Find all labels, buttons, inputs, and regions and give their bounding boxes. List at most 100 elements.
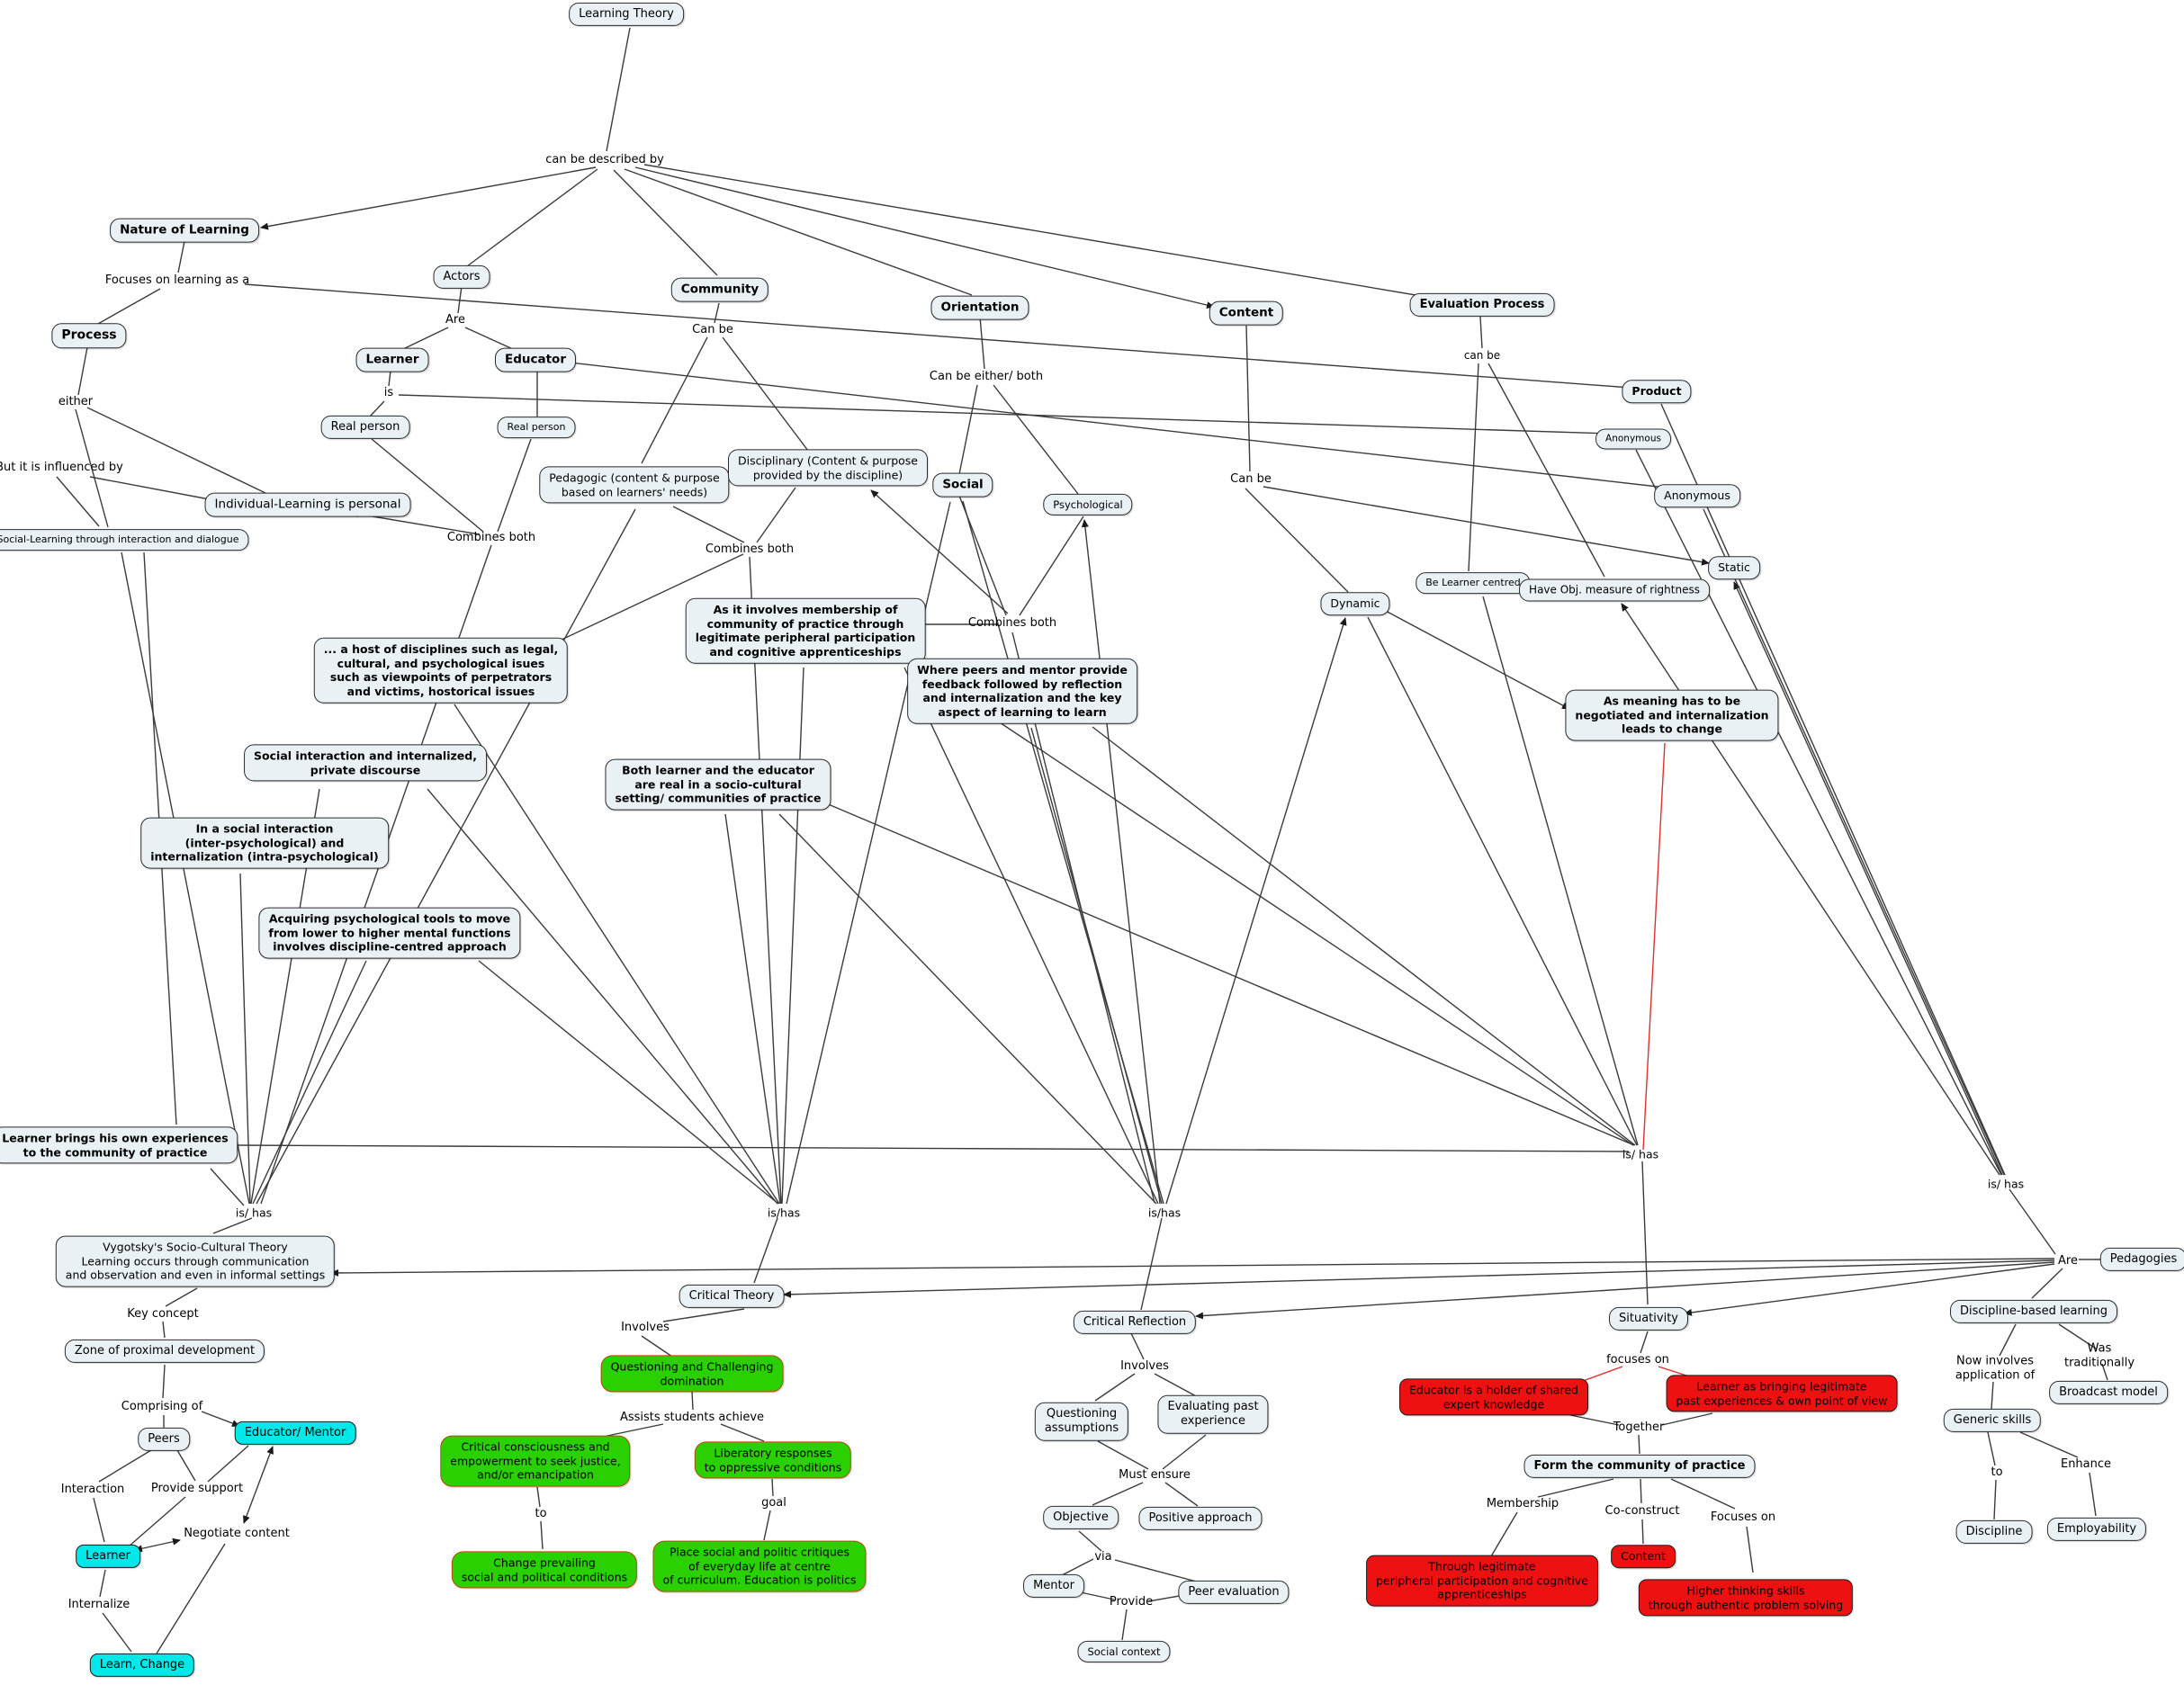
node-questioning-assumptions[interactable]: Questioning assumptions: [1034, 1402, 1129, 1441]
edge-label-assists-students: Assists students achieve: [619, 1411, 765, 1425]
node-learn-change[interactable]: Learn, Change: [89, 1653, 195, 1678]
node-anonymous-1[interactable]: Anonymous: [1595, 428, 1671, 450]
node-broadcast-model[interactable]: Broadcast model: [2049, 1380, 2168, 1405]
node-real-person-learner[interactable]: Real person: [320, 415, 410, 440]
edge-line: [1154, 1373, 1199, 1398]
node-discipline-based[interactable]: Discipline-based learning: [1950, 1299, 2117, 1324]
edge-line: [231, 1144, 1630, 1152]
node-social-learning[interactable]: Social-Learning through interaction and …: [0, 529, 249, 551]
node-pedagogic[interactable]: Pedagogic (content & purpose based on le…: [539, 466, 730, 504]
edge-line: [1641, 1519, 1644, 1545]
node-evaluation-process[interactable]: Evaluation Process: [1409, 292, 1555, 318]
node-educator-mentor[interactable]: Educator/ Mentor: [234, 1421, 356, 1446]
edge-label-but-influenced: But it is influenced by: [0, 461, 123, 475]
node-learner-actor[interactable]: Learner: [355, 347, 429, 372]
node-disciplinary[interactable]: Disciplinary (Content & purpose provided…: [728, 449, 928, 487]
edge-line: [2089, 1472, 2097, 1517]
edge-line: [691, 1390, 694, 1411]
node-form-community[interactable]: Form the community of practice: [1523, 1454, 1756, 1479]
edge-line: [749, 556, 782, 1205]
node-have-obj[interactable]: Have Obj. measure of rightness: [1519, 578, 1710, 602]
node-liberatory[interactable]: Liberatory responses to oppressive condi…: [694, 1441, 852, 1479]
edge-label-negotiate-content: Negotiate content: [184, 1527, 290, 1541]
edge-label-to-ct: to: [535, 1507, 547, 1521]
node-anonymous-2[interactable]: Anonymous: [1654, 484, 1740, 507]
node-community[interactable]: Community: [670, 277, 769, 302]
node-nature-of-learning[interactable]: Nature of Learning: [110, 218, 259, 243]
node-objective[interactable]: Objective: [1043, 1505, 1119, 1530]
edge-line: [454, 704, 780, 1205]
edge-line: [93, 1497, 105, 1543]
node-place-social[interactable]: Place social and politic critiques of ev…: [652, 1540, 867, 1592]
node-as-it-involves[interactable]: As it involves membership of community o…: [685, 597, 926, 664]
node-peers[interactable]: Peers: [138, 1427, 190, 1452]
node-vygotsky[interactable]: Vygotsky's Socio-Cultural Theory Learnin…: [55, 1235, 336, 1287]
edge-line: [239, 873, 251, 1205]
node-static[interactable]: Static: [1708, 556, 1760, 579]
node-where-peers[interactable]: Where peers and mentor provide feedback …: [907, 658, 1137, 724]
node-change-prevailing[interactable]: Change prevailing social and political c…: [451, 1551, 638, 1589]
node-process[interactable]: Process: [51, 323, 127, 348]
node-social[interactable]: Social: [932, 472, 993, 497]
edge-line: [643, 164, 1438, 301]
node-questioning-challenging[interactable]: Questioning and Challenging domination: [600, 1355, 784, 1393]
node-zone-proximal[interactable]: Zone of proximal development: [64, 1339, 265, 1364]
node-pedagogies[interactable]: Pedagogies: [2099, 1247, 2184, 1272]
node-situativity[interactable]: Situativity: [1609, 1306, 1688, 1331]
node-generic-skills[interactable]: Generic skills: [1943, 1408, 2042, 1433]
edge-line: [1092, 1482, 1144, 1506]
node-discipline[interactable]: Discipline: [1955, 1519, 2033, 1545]
edge-line: [207, 1445, 249, 1483]
edge-line: [1733, 581, 2003, 1176]
node-orientation[interactable]: Orientation: [930, 295, 1029, 320]
node-be-learner-centred[interactable]: Be Learner centred: [1416, 572, 1531, 594]
node-through-legitimate[interactable]: Through legitimate peripheral participat…: [1366, 1555, 1598, 1607]
node-critical-reflection[interactable]: Critical Reflection: [1073, 1310, 1197, 1335]
node-dynamic[interactable]: Dynamic: [1320, 592, 1390, 615]
edge-line: [1991, 1381, 1994, 1410]
edge-line: [1641, 1161, 1649, 1305]
node-acquiring[interactable]: Acquiring psychological tools to move fr…: [258, 907, 521, 959]
node-positive-approach[interactable]: Positive approach: [1138, 1506, 1263, 1531]
edge-line: [1987, 1431, 1996, 1466]
node-critical-theory[interactable]: Critical Theory: [679, 1284, 785, 1309]
node-as-meaning[interactable]: As meaning has to be negotiated and inte…: [1565, 689, 1779, 741]
node-higher-thinking[interactable]: Higher thinking skills through authentic…: [1638, 1579, 1854, 1617]
node-actors[interactable]: Actors: [433, 264, 490, 290]
node-learning-theory[interactable]: Learning Theory: [569, 2, 684, 27]
node-in-a-social[interactable]: In a social interaction (inter-psycholog…: [140, 817, 389, 869]
node-learner-bringing[interactable]: Learner as bringing legitimate past expe…: [1666, 1375, 1898, 1412]
node-individual-learning[interactable]: Individual-Learning is personal: [204, 492, 411, 517]
edge-line: [98, 1449, 152, 1483]
node-host-of-disciplines[interactable]: ... a host of disciplines such as legal,…: [313, 637, 569, 704]
edge-label-enhance: Enhance: [2060, 1457, 2112, 1472]
node-critical-consciousness[interactable]: Critical consciousness and empowerment t…: [440, 1435, 631, 1487]
edge-line: [243, 1446, 274, 1524]
edge-line: [536, 1486, 541, 1508]
node-product[interactable]: Product: [1622, 380, 1692, 403]
node-both-learner-educator[interactable]: Both learner and the educator are real i…: [605, 758, 831, 811]
node-educator-actor[interactable]: Educator: [495, 347, 576, 372]
node-social-context[interactable]: Social context: [1077, 1640, 1171, 1663]
node-content-red[interactable]: Content: [1611, 1545, 1676, 1568]
node-peer-evaluation[interactable]: Peer evaluation: [1178, 1580, 1290, 1605]
edge-label-focuses-on-sit: focuses on: [1606, 1353, 1669, 1367]
node-content[interactable]: Content: [1209, 300, 1284, 326]
edge-line: [1164, 1482, 1199, 1507]
node-employability[interactable]: Employability: [2046, 1517, 2147, 1542]
node-educator-holder[interactable]: Educator is a holder of shared expert kn…: [1399, 1378, 1588, 1416]
edge-label-either: either: [58, 395, 94, 409]
edge-label-are-actors: Are: [445, 313, 465, 327]
edge-line: [783, 1259, 2055, 1298]
node-learner-cyan[interactable]: Learner: [76, 1544, 140, 1569]
node-mentor[interactable]: Mentor: [1023, 1573, 1084, 1599]
node-psychological[interactable]: Psychological: [1043, 493, 1133, 516]
node-social-interaction[interactable]: Social interaction and internalized, pri…: [244, 744, 487, 782]
node-learner-brings[interactable]: Learner brings his own experiences to th…: [0, 1126, 238, 1164]
edge-line: [540, 1520, 544, 1550]
node-real-person-educator[interactable]: Real person: [497, 417, 576, 438]
edge-line: [177, 240, 185, 273]
node-evaluating-past[interactable]: Evaluating past experience: [1157, 1394, 1269, 1434]
edge-line: [910, 662, 1634, 1146]
